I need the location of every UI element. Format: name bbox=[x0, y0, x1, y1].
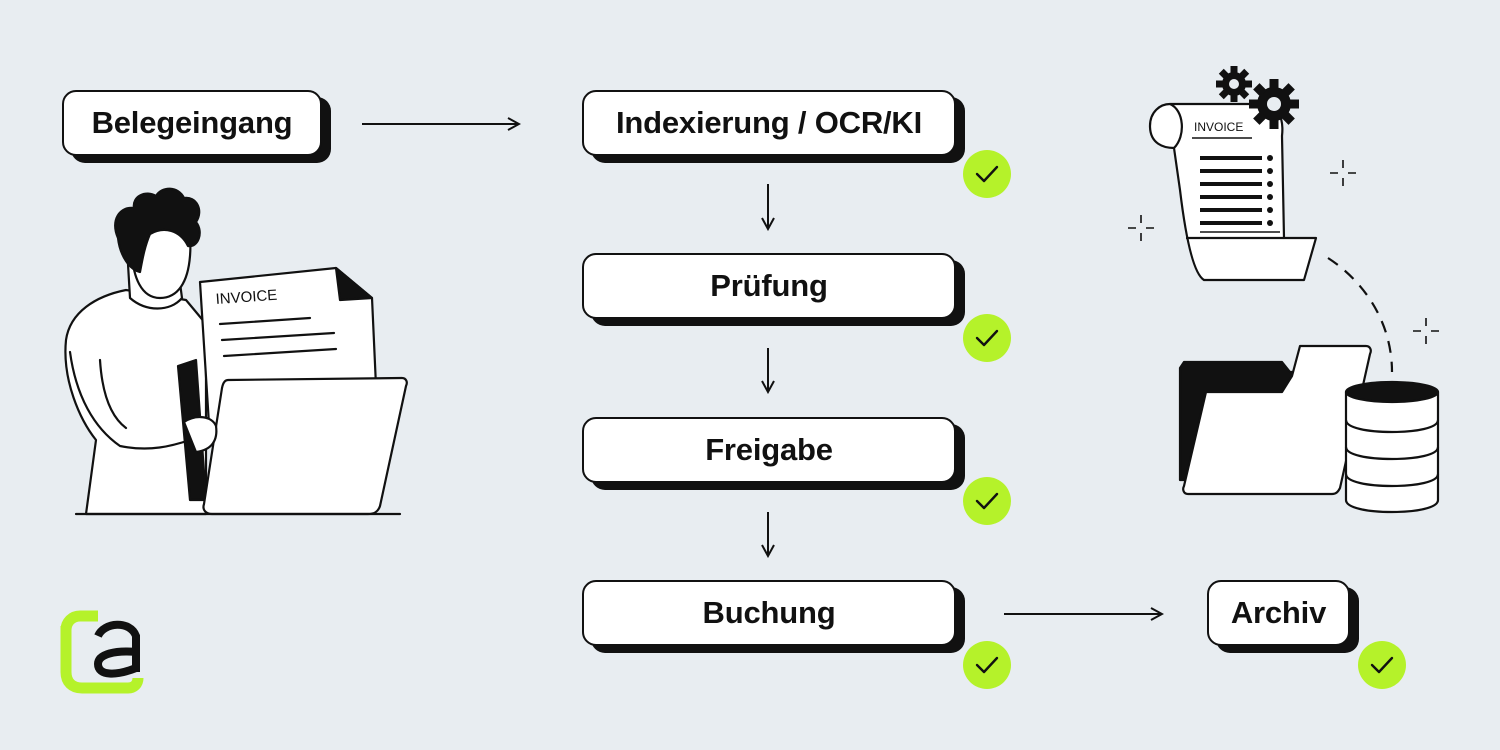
receipt-illustration: INVOICE bbox=[1148, 102, 1318, 282]
step-pruefung: Prüfung bbox=[582, 253, 956, 319]
sparkle-icon bbox=[1413, 318, 1439, 344]
step-buchung-label: Buchung bbox=[702, 595, 836, 630]
gear-icon bbox=[1216, 66, 1252, 102]
sparkle-icon bbox=[1128, 215, 1154, 241]
sparkle-icon bbox=[1330, 160, 1356, 186]
step-indexierung: Indexierung / OCR/KI bbox=[582, 90, 956, 156]
receipt-invoice-label: INVOICE bbox=[1194, 120, 1243, 134]
step-belegeingang: Belegeingang bbox=[62, 90, 322, 156]
step-freigabe-label: Freigabe bbox=[705, 432, 833, 467]
folder-icon bbox=[1178, 344, 1372, 496]
step-archiv: Archiv bbox=[1207, 580, 1350, 646]
step-indexierung-label: Indexierung / OCR/KI bbox=[615, 105, 923, 140]
person-illustration: INVOICE bbox=[64, 187, 408, 516]
brand-logo bbox=[60, 610, 144, 694]
check-icon bbox=[963, 150, 1011, 198]
gear-icon bbox=[1249, 79, 1299, 129]
person-invoice-label: INVOICE bbox=[215, 287, 278, 308]
step-pruefung-label: Prüfung bbox=[710, 268, 828, 303]
database-icon bbox=[1344, 380, 1440, 514]
dashed-connector bbox=[1327, 257, 1394, 373]
step-buchung: Buchung bbox=[582, 580, 956, 646]
step-archiv-label: Archiv bbox=[1230, 595, 1327, 630]
check-icon bbox=[963, 314, 1011, 362]
step-freigabe: Freigabe bbox=[582, 417, 956, 483]
check-icon bbox=[963, 641, 1011, 689]
check-icon bbox=[963, 477, 1011, 525]
check-icon bbox=[1358, 641, 1406, 689]
step-belegeingang-label: Belegeingang bbox=[91, 105, 293, 140]
